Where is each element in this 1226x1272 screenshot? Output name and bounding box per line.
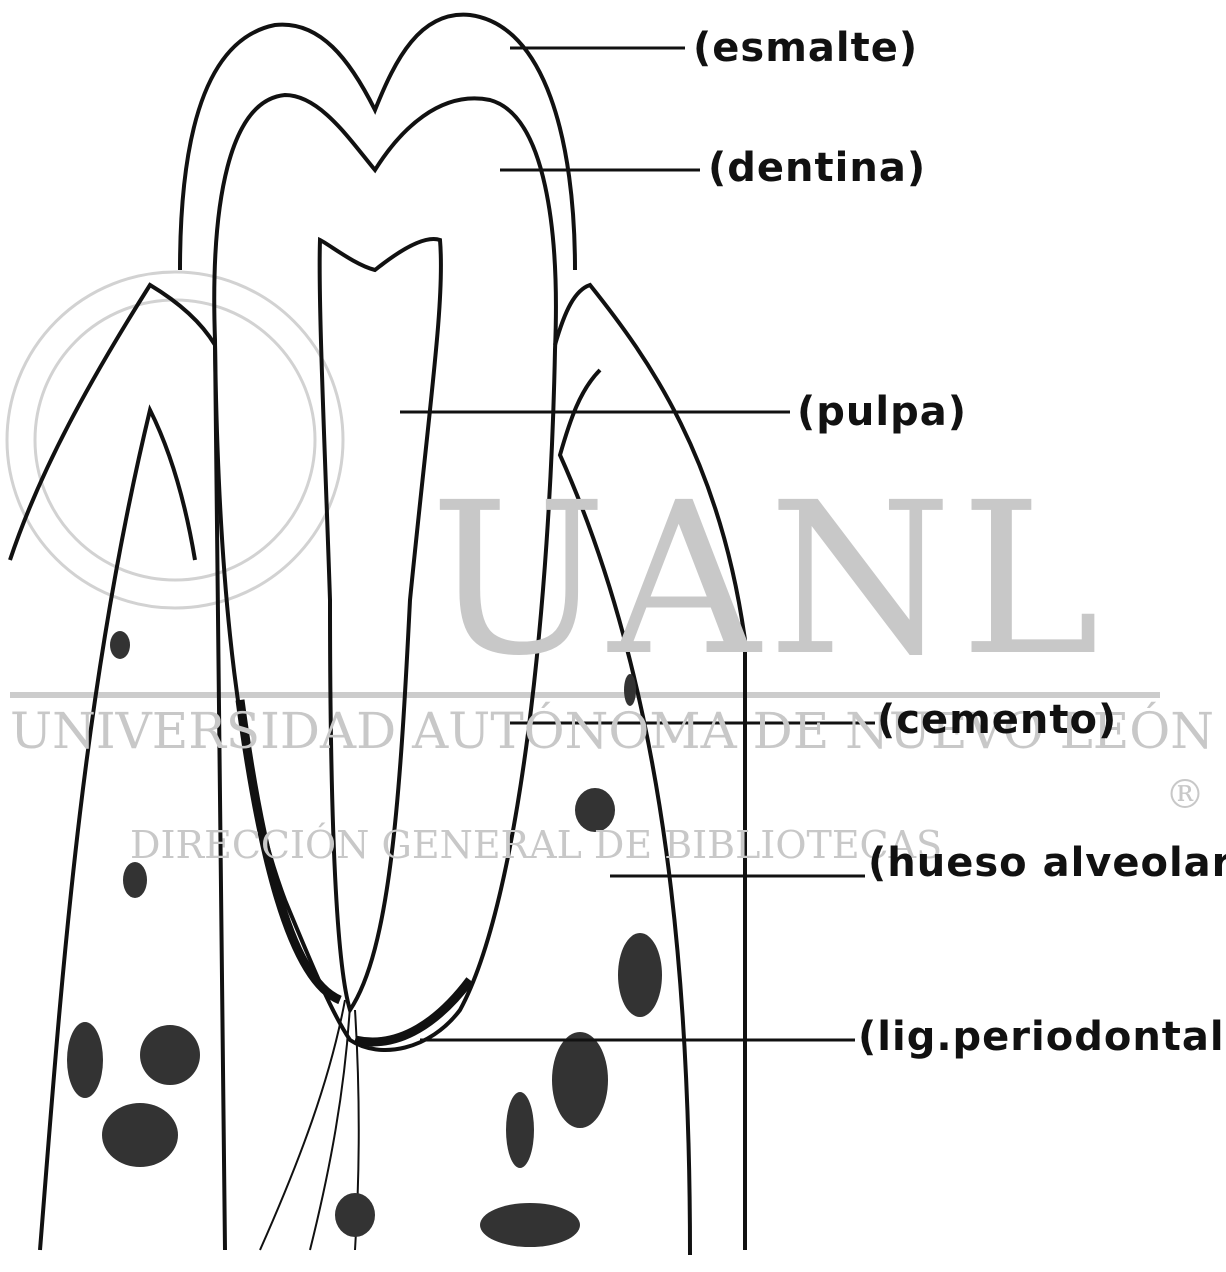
- label-hueso-alveolar: (hueso alveolar): [868, 843, 1226, 883]
- cementum-line-right: [355, 980, 470, 1042]
- watermark-logo: UANL: [430, 475, 1107, 685]
- university-seal: [7, 272, 343, 608]
- label-esmalte: (esmalte): [693, 28, 918, 68]
- pulp-chamber: [320, 239, 441, 1010]
- watermark-registered: ®: [1165, 775, 1205, 815]
- label-dentina: (dentina): [708, 148, 926, 188]
- label-pulpa: (pulpa): [797, 392, 967, 432]
- watermark-library: DIRECCIÓN GENERAL DE BIBLIOTECAS: [130, 826, 942, 864]
- label-cemento: (cemento): [877, 700, 1117, 740]
- label-lig-periodontal: (lig.periodontal): [858, 1017, 1226, 1057]
- enamel-outline: [180, 15, 575, 270]
